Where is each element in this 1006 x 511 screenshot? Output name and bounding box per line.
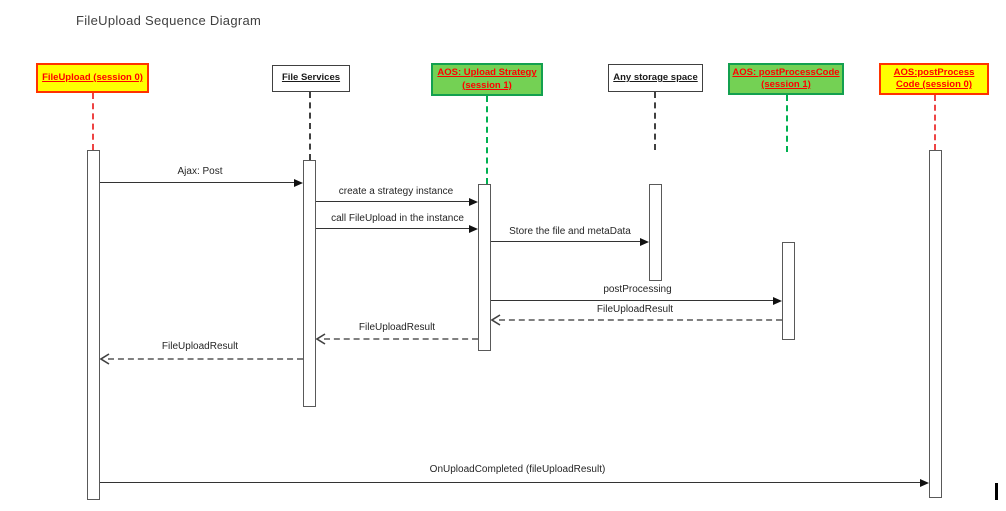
actor-aos-postprocess-code-session0: AOS:postProcess Code (session 0) (879, 63, 989, 95)
arrowhead-open-left-icon (100, 353, 110, 365)
text-cursor (995, 483, 998, 500)
message-label-fileuploadresult-1: FileUploadResult (596, 304, 674, 315)
message-label-call-fileupload-instance: call FileUpload in the instance (331, 213, 464, 224)
arrowhead-right-icon (640, 238, 649, 246)
message-line-create-strategy-instance (316, 201, 470, 202)
lifeline-fileupload-session0 (92, 93, 94, 150)
activation-aos-postprocess-code-session0 (929, 150, 942, 498)
message-label-postprocessing: postProcessing (603, 284, 672, 295)
message-label-fileuploadresult-2: FileUploadResult (358, 322, 436, 333)
actor-aos-upload-strategy-label: AOS: Upload Strategy (session 1) (437, 67, 537, 91)
actor-fileupload-session0: FileUpload (session 0) (36, 63, 149, 93)
actor-aos-postprocess-code-session0-label: AOS:postProcess Code (session 0) (893, 66, 975, 90)
actor-aos-postprocesscode-session1-label: AOS: postProcessCode (session 1) (732, 66, 840, 90)
lifeline-file-services (309, 92, 311, 160)
actor-aos-upload-strategy: AOS: Upload Strategy (session 1) (431, 63, 543, 96)
message-line-onuploadcompleted (100, 482, 920, 483)
arrowhead-open-left-icon (316, 333, 326, 345)
message-line-fileuploadresult-1 (499, 319, 782, 321)
actor-any-storage-space-label: Any storage space (613, 71, 698, 83)
lifeline-any-storage-space (654, 92, 656, 150)
message-label-onuploadcompleted: OnUploadCompleted (fileUploadResult) (429, 464, 606, 475)
actor-file-services-label: File Services (281, 72, 341, 84)
arrowhead-right-icon (920, 479, 929, 487)
lifeline-aos-postprocesscode-session1 (786, 95, 788, 152)
arrowhead-open-left-icon (491, 314, 501, 326)
arrowhead-right-icon (294, 179, 303, 187)
message-line-ajax-post (100, 182, 297, 183)
lifeline-aos-postprocess-code-session0 (934, 95, 936, 150)
arrowhead-right-icon (469, 225, 478, 233)
message-label-store-file-metadata: Store the file and metaData (509, 226, 631, 237)
arrowhead-right-icon (469, 198, 478, 206)
arrowhead-right-icon (773, 297, 782, 305)
diagram-title: FileUpload Sequence Diagram (76, 13, 262, 28)
lifeline-aos-upload-strategy (486, 96, 488, 184)
activation-fileupload-session0 (87, 150, 100, 500)
actor-any-storage-space: Any storage space (608, 64, 703, 92)
actor-aos-postprocesscode-session1: AOS: postProcessCode (session 1) (728, 63, 844, 95)
message-line-store-file-metadata (491, 241, 640, 242)
message-label-fileuploadresult-3: FileUploadResult (161, 341, 239, 352)
message-label-create-strategy-instance: create a strategy instance (338, 186, 454, 197)
message-label-ajax-post: Ajax: Post (177, 166, 223, 177)
actor-fileupload-session0-label: FileUpload (session 0) (42, 71, 143, 83)
message-line-fileuploadresult-2 (324, 338, 478, 340)
message-line-call-fileupload-instance (316, 228, 470, 229)
activation-any-storage-space (649, 184, 662, 281)
message-line-postprocessing (491, 300, 773, 301)
activation-aos-upload-strategy (478, 184, 491, 351)
activation-aos-postprocesscode-session1 (782, 242, 795, 340)
actor-file-services: File Services (272, 65, 350, 92)
message-line-fileuploadresult-3 (108, 358, 303, 360)
activation-file-services (303, 160, 316, 407)
